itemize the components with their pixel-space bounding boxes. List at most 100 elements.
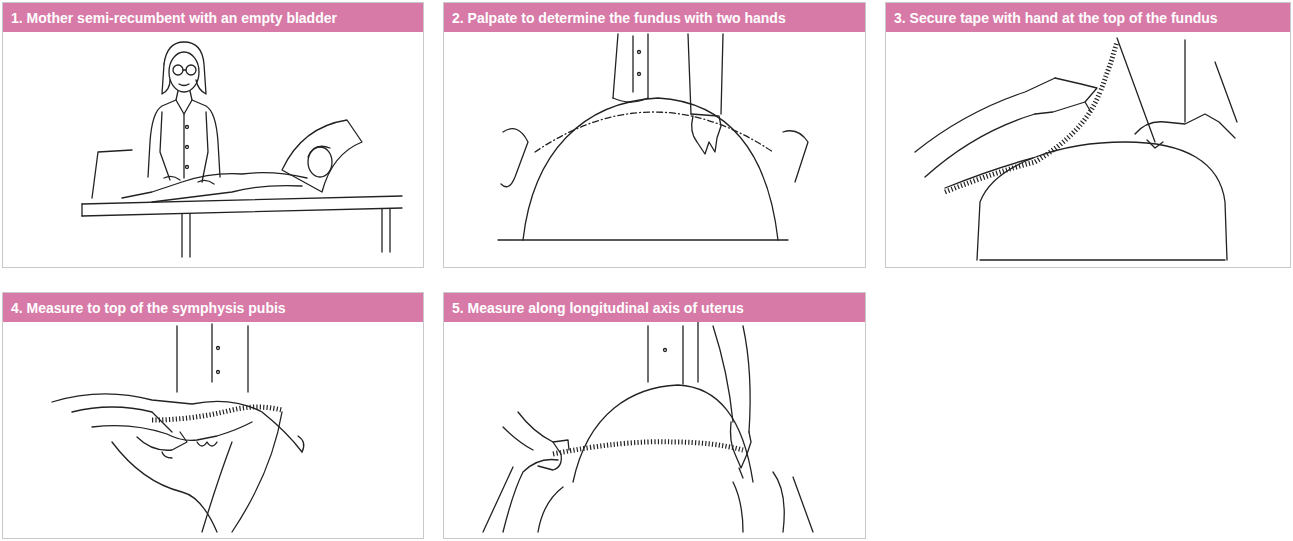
line-art-stroke: [189, 214, 190, 257]
line-art-stroke: [1147, 140, 1163, 148]
line-art-stroke: [247, 326, 248, 392]
line-art-stroke: [308, 147, 332, 177]
line-art-stroke: [945, 158, 1033, 188]
line-art-stroke: [282, 120, 362, 192]
step-panel: 2. Palpate to determine the fundus with …: [443, 2, 866, 268]
line-art-stroke: [198, 180, 214, 184]
step-heading: 1. Mother semi-recumbent with an empty b…: [3, 3, 423, 32]
line-art-stroke: [152, 407, 282, 420]
line-art-stroke: [298, 436, 304, 452]
line-art-stroke: [148, 91, 178, 177]
line-art-stroke: [945, 92, 1100, 192]
line-art-stroke: [980, 259, 1225, 260]
line-art-stroke: [925, 114, 1035, 177]
line-art-stroke: [186, 65, 196, 75]
line-art-stroke: [518, 412, 561, 470]
line-art-stroke: [1035, 78, 1097, 114]
line-art-stroke: [381, 209, 382, 252]
line-art-stroke: [692, 116, 721, 154]
line-art-stroke: [186, 126, 189, 129]
line-art-stroke: [164, 42, 206, 94]
line-art-stroke: [682, 326, 683, 384]
line-art-stroke: [1184, 40, 1185, 122]
line-art-stroke: [538, 487, 563, 532]
step-heading: 2. Palpate to determine the fundus with …: [444, 3, 865, 32]
line-art-stroke: [535, 112, 773, 152]
line-art-stroke: [498, 239, 788, 240]
line-art-stroke: [647, 326, 648, 382]
line-art-stroke: [186, 166, 189, 169]
tape-along-axis-drawing: [483, 322, 813, 532]
tape-at-pubis-drawing: [52, 324, 304, 532]
line-art-stroke: [1085, 102, 1091, 112]
line-art-stroke: [217, 347, 220, 350]
line-art-stroke: [164, 176, 180, 180]
line-art-stroke: [977, 142, 1227, 260]
line-art-stroke: [202, 112, 208, 182]
line-art-stroke: [503, 427, 533, 450]
line-art-stroke: [176, 326, 177, 392]
line-art-stroke: [638, 51, 641, 54]
line-art-stroke: [183, 114, 184, 178]
line-art-stroke: [197, 442, 217, 446]
line-art-stroke: [731, 422, 752, 468]
line-art-stroke: [82, 208, 402, 216]
line-art-stroke: [179, 84, 189, 86]
line-art-stroke: [137, 432, 187, 450]
line-art-stroke: [211, 324, 212, 382]
line-art-stroke: [697, 322, 698, 382]
line-art-stroke: [181, 214, 182, 257]
step-panel: 4. Measure to top of the symphysis pubis: [2, 292, 424, 539]
line-art-stroke: [176, 100, 192, 114]
line-art-stroke: [81, 204, 82, 216]
line-art-stroke: [613, 98, 648, 102]
line-art-stroke: [160, 112, 170, 180]
palpate-fundus-drawing: [498, 34, 808, 240]
line-art-stroke: [632, 36, 633, 92]
line-art-stroke: [1101, 42, 1117, 90]
line-art-stroke: [523, 98, 778, 240]
line-art-stroke: [173, 65, 183, 75]
line-art-stroke: [691, 114, 718, 116]
line-art-stroke: [217, 371, 220, 374]
step-heading: 5. Measure along longitudinal axis of ut…: [444, 293, 865, 322]
line-art-stroke: [721, 34, 723, 114]
step-panel: 5. Measure along longitudinal axis of ut…: [443, 292, 866, 539]
line-art-stroke: [713, 326, 733, 422]
line-art-stroke: [915, 78, 1055, 152]
line-art-stroke: [739, 468, 743, 478]
line-art-stroke: [664, 349, 667, 352]
step-heading: 4. Measure to top of the symphysis pubis: [3, 293, 423, 322]
line-art-stroke: [162, 452, 172, 458]
line-art-stroke: [308, 146, 330, 157]
line-art-stroke: [72, 407, 172, 432]
line-art-stroke: [389, 209, 390, 252]
line-art-stroke: [1117, 38, 1155, 142]
line-art-stroke: [688, 34, 691, 114]
line-art-stroke: [183, 69, 186, 70]
line-art-stroke: [483, 467, 513, 532]
line-art-stroke: [783, 131, 808, 182]
line-art-stroke: [638, 73, 641, 76]
step-panel: 1. Mother semi-recumbent with an empty b…: [2, 2, 424, 268]
line-art-stroke: [647, 34, 648, 98]
mother-on-bed-drawing: [82, 42, 402, 257]
line-art-stroke: [169, 52, 199, 92]
line-art-stroke: [793, 477, 813, 532]
line-art-stroke: [112, 442, 217, 532]
tape-at-fundus-drawing: [915, 38, 1237, 260]
line-art-stroke: [773, 472, 784, 532]
line-art-stroke: [743, 326, 750, 432]
step-heading: 3. Secure tape with hand at the top of t…: [886, 3, 1290, 32]
line-art-stroke: [553, 440, 569, 450]
line-art-stroke: [733, 482, 743, 532]
line-art-stroke: [613, 34, 618, 98]
line-art-stroke: [232, 412, 282, 532]
step-panel: 3. Secure tape with hand at the top of t…: [885, 2, 1291, 268]
line-art-stroke: [92, 150, 132, 198]
line-art-stroke: [553, 442, 743, 454]
line-art-stroke: [186, 146, 189, 149]
line-art-stroke: [501, 129, 528, 187]
